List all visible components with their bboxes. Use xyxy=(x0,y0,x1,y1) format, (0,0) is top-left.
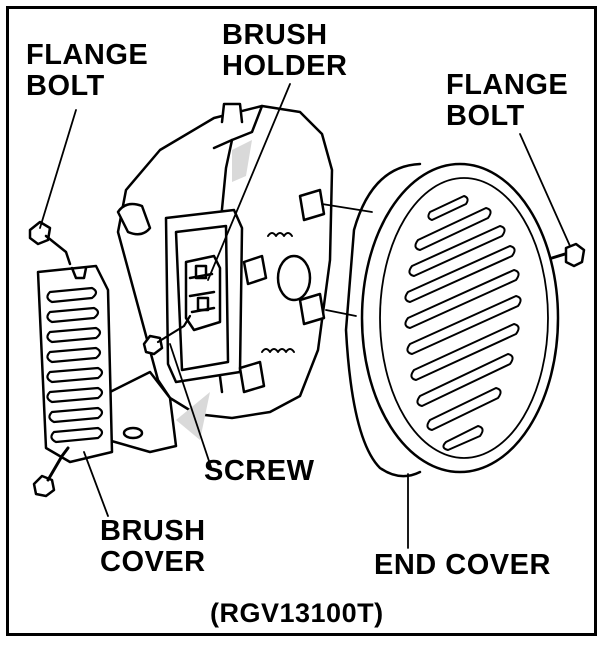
label-line: BRUSH xyxy=(100,516,206,547)
label-line: BOLT xyxy=(446,101,568,132)
end-cover xyxy=(346,164,558,476)
leader-brush-cover xyxy=(84,452,108,516)
label-brush-cover: BRUSH COVER xyxy=(100,516,206,578)
flange-bolt-left-part xyxy=(30,222,70,264)
label-flange-bolt-right: FLANGE BOLT xyxy=(446,70,568,132)
label-line: FLANGE xyxy=(26,40,148,71)
label-line: BOLT xyxy=(26,71,148,102)
brush-cover xyxy=(38,266,112,462)
label-line: BRUSH xyxy=(222,20,347,51)
label-line: FLANGE xyxy=(446,70,568,101)
flange-bolt-right-part xyxy=(552,244,584,266)
flange-bolt-lower-part xyxy=(34,448,68,496)
model-number: (RGV13100T) xyxy=(210,598,384,629)
label-end-cover: END COVER xyxy=(374,550,551,581)
label-flange-bolt-left: FLANGE BOLT xyxy=(26,40,148,102)
label-screw: SCREW xyxy=(204,456,314,487)
label-brush-holder: BRUSH HOLDER xyxy=(222,20,347,82)
label-line: COVER xyxy=(100,547,206,578)
label-line: HOLDER xyxy=(222,51,347,82)
leader-flange-bolt-left xyxy=(40,110,76,228)
brush-holder xyxy=(186,256,220,330)
